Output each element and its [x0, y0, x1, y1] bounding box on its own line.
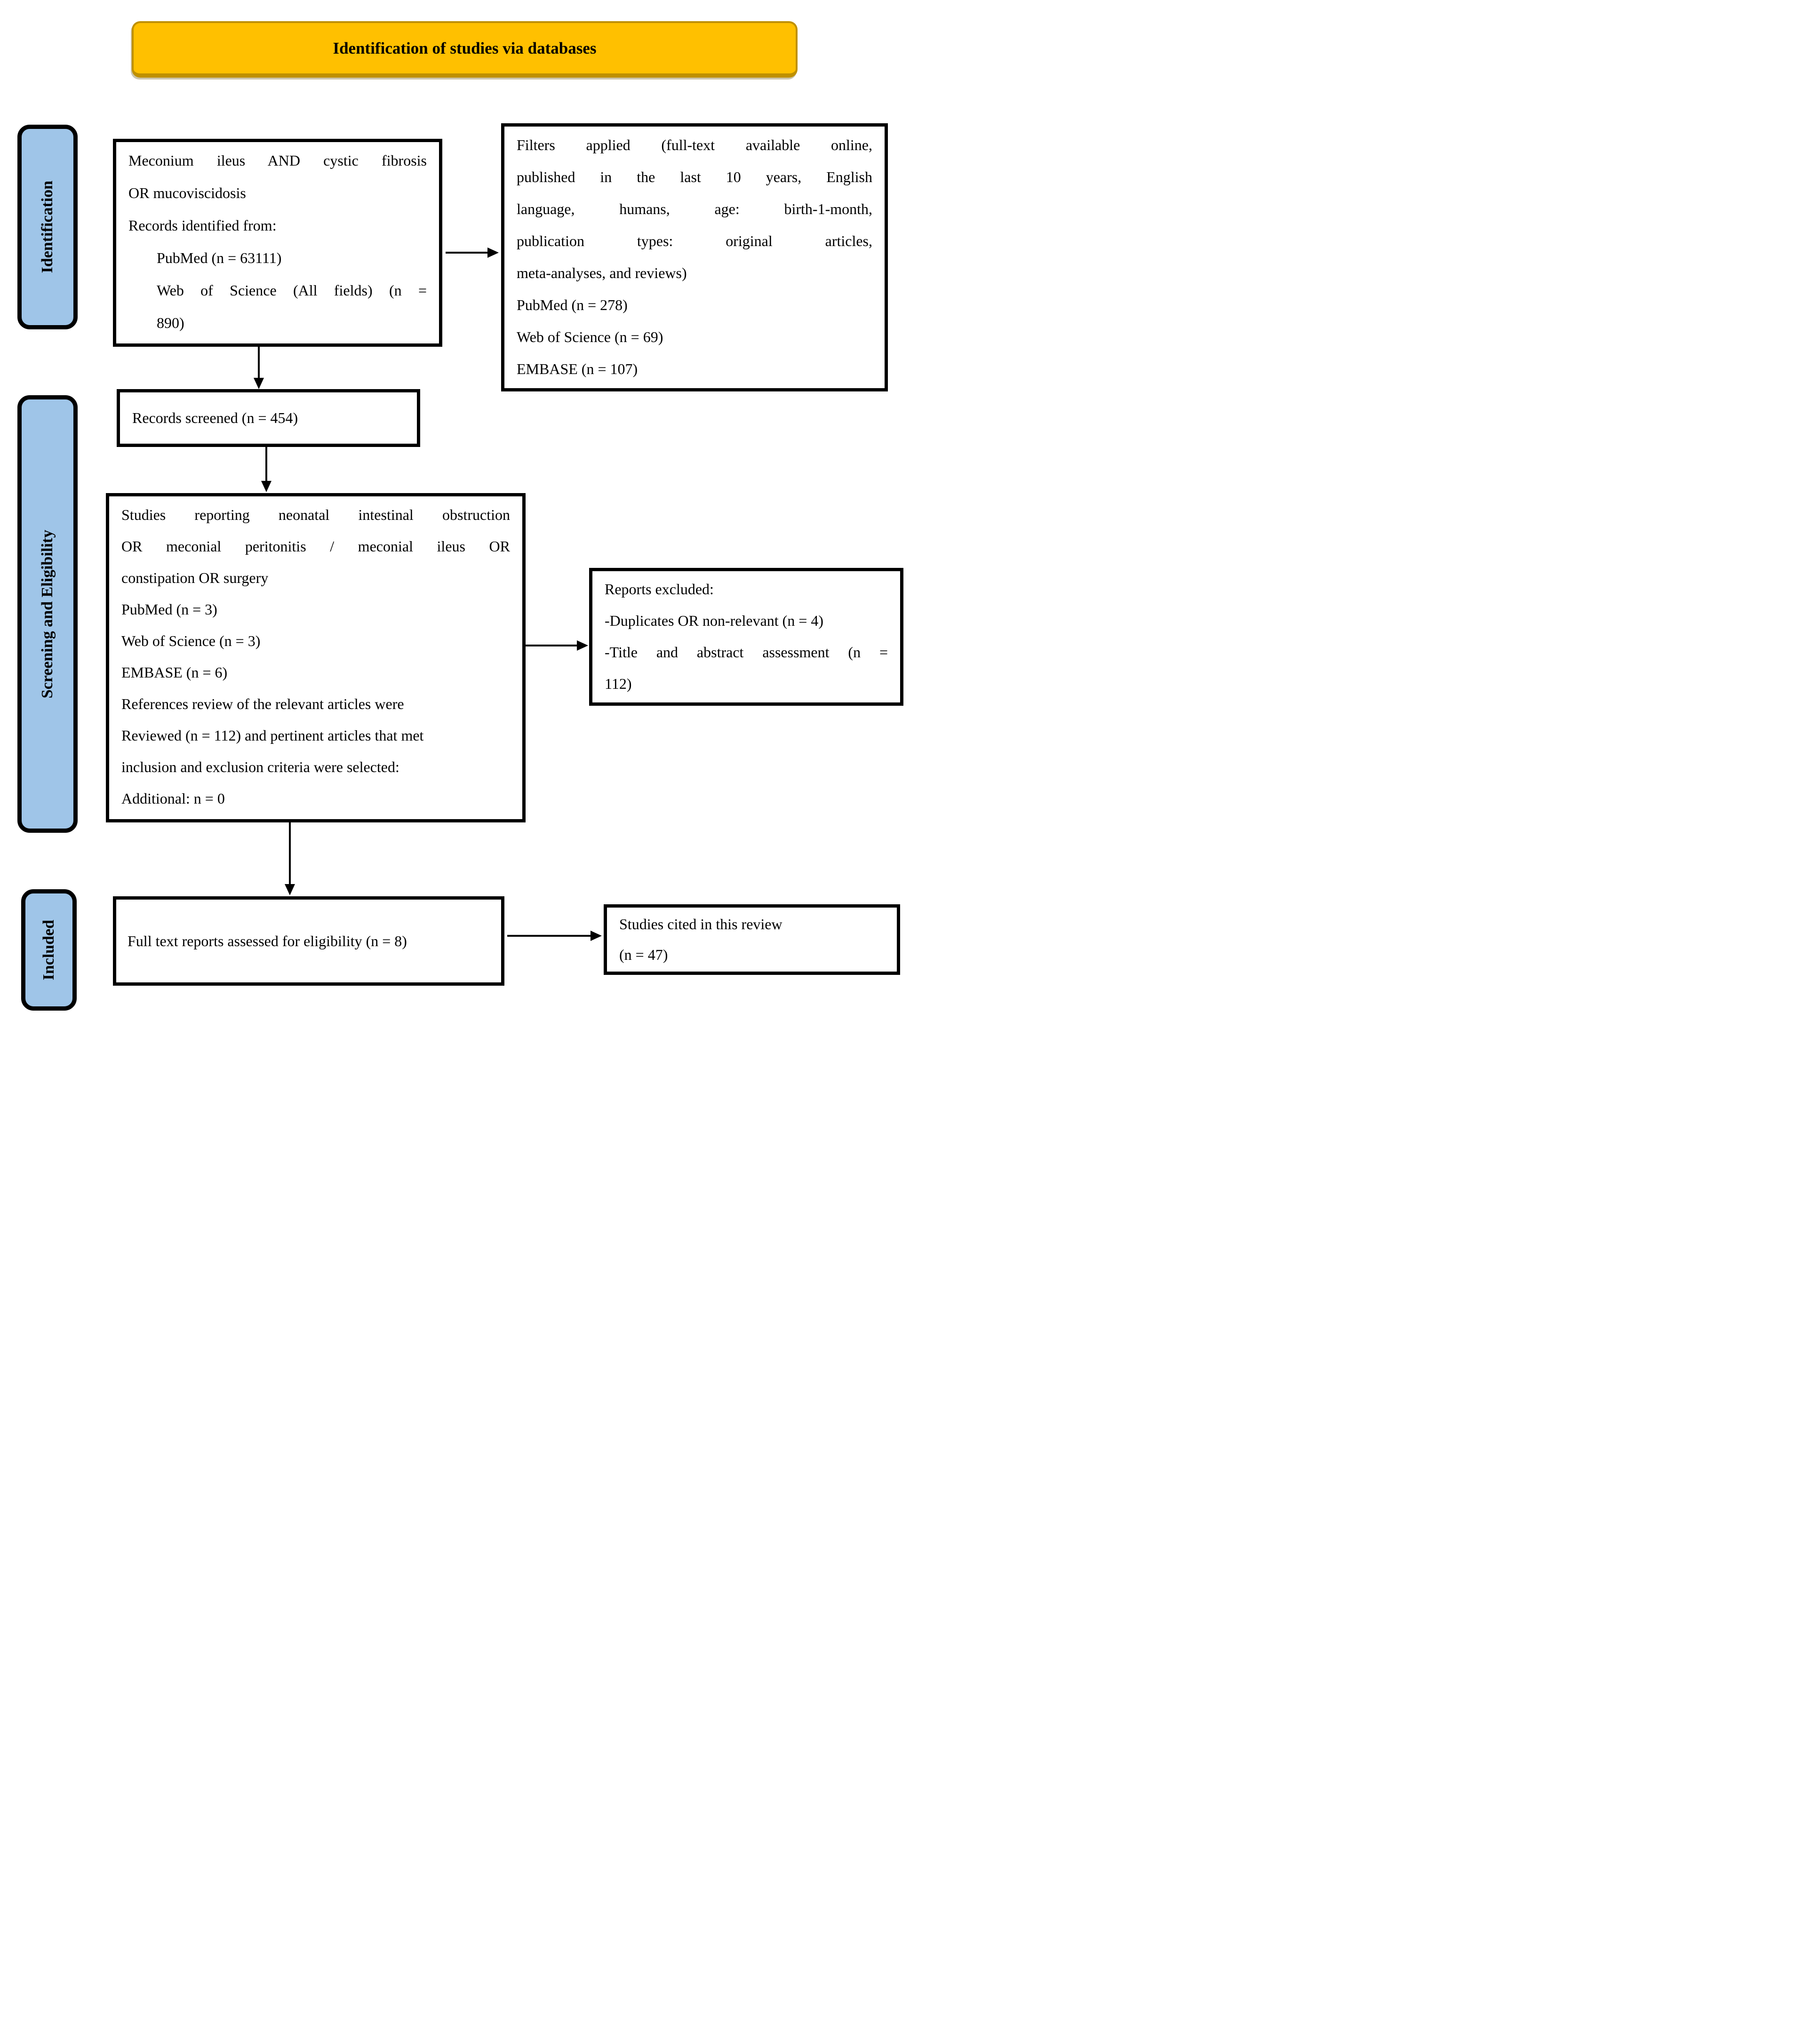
box-filters-applied: Filters applied (full-text available onl… — [501, 123, 888, 391]
text-line: -Duplicates OR non-relevant (n = 4) — [605, 612, 824, 629]
arrow-screened-to-studies — [261, 447, 271, 492]
text-line: OR mucoviscidosis — [128, 184, 246, 201]
text-line: 112) — [605, 675, 632, 692]
text-line: References review of the relevant articl… — [121, 695, 404, 712]
text-line: OR meconial peritonitis / meconial ileus… — [121, 538, 510, 555]
prisma-flow-diagram: Identification of studies via databases … — [0, 0, 910, 1012]
box-full-text-assessed: Full text reports assessed for eligibili… — [113, 896, 504, 986]
text-line: publication types: original articles, — [517, 232, 872, 249]
text-line: Full text reports assessed for eligibili… — [128, 932, 407, 949]
banner-identification-via-databases: Identification of studies via databases — [132, 21, 798, 78]
text-line: Studies reporting neonatal intestinal ob… — [121, 506, 510, 523]
text-line: PubMed (n = 278) — [517, 296, 628, 313]
arrow-full-text-to-studies-cited — [507, 931, 602, 941]
stage-label-text: Included — [40, 919, 57, 981]
stage-label-screening-and-eligibility: Screening and Eligibility — [17, 395, 78, 833]
text-line: Reports excluded: — [605, 581, 714, 598]
text-line: Additional: n = 0 — [121, 790, 225, 807]
text-line: Web of Science (All fields) (n = — [157, 282, 427, 299]
text-line: 890) — [157, 314, 184, 331]
box-records-identified: Meconium ileus AND cystic fibrosis OR mu… — [113, 139, 442, 347]
stage-label-identification: Identification — [17, 125, 78, 329]
text-line: Web of Science (n = 3) — [121, 632, 261, 649]
box-studies-reporting: Studies reporting neonatal intestinal ob… — [106, 493, 526, 822]
banner-title: Identification of studies via databases — [333, 39, 597, 57]
text-line: Records screened (n = 454) — [132, 409, 298, 426]
text-line: PubMed (n = 3) — [121, 601, 217, 618]
text-line: -Title and abstract assessment (n = — [605, 644, 888, 661]
text-line: language, humans, age: birth-1-month, — [517, 200, 872, 217]
text-line: Records identified from: — [128, 217, 277, 234]
text-line: EMBASE (n = 107) — [517, 360, 638, 377]
text-line: EMBASE (n = 6) — [121, 664, 228, 681]
stage-label-text: Screening and Eligibility — [39, 529, 56, 699]
text-line: constipation OR surgery — [121, 569, 269, 586]
arrow-identified-to-filters — [446, 247, 499, 258]
text-line: Meconium ileus AND cystic fibrosis — [128, 152, 427, 169]
text-line: (n = 47) — [619, 946, 668, 963]
box-studies-cited: Studies cited in this review (n = 47) — [604, 904, 900, 975]
text-line: published in the last 10 years, English — [517, 168, 872, 185]
stage-label-included: Included — [21, 889, 77, 1011]
text-line: meta-analyses, and reviews) — [517, 264, 687, 281]
arrow-studies-to-full-text — [285, 822, 295, 895]
text-line: Filters applied (full-text available onl… — [517, 136, 872, 153]
text-line: Studies cited in this review — [619, 916, 782, 933]
stage-label-text: Identification — [39, 181, 56, 273]
text-line: PubMed (n = 63111) — [157, 249, 282, 266]
text-line: Reviewed (n = 112) and pertinent article… — [121, 727, 424, 744]
arrow-identified-to-screened — [254, 347, 264, 389]
text-line: inclusion and exclusion criteria were se… — [121, 758, 399, 775]
arrow-studies-to-reports-excluded — [526, 640, 588, 651]
box-reports-excluded: Reports excluded: -Duplicates OR non-rel… — [589, 568, 903, 706]
box-records-screened: Records screened (n = 454) — [117, 389, 420, 447]
text-line: Web of Science (n = 69) — [517, 328, 663, 345]
